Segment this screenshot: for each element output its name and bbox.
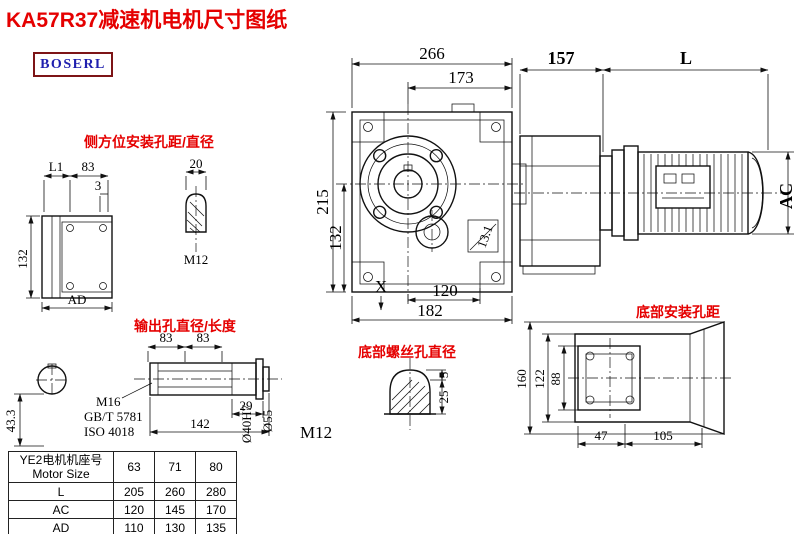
dim-front-angle: 13.1 bbox=[474, 223, 496, 250]
row-value: 110 bbox=[113, 518, 155, 534]
left-side-view: 侧方位安装孔距/直径 L1 83 3 132 AD 20 bbox=[15, 134, 214, 312]
dim-front-width: 266 bbox=[419, 44, 445, 63]
table-row-ac: AC 120 145 170 bbox=[8, 500, 237, 519]
dim-bottom-105: 105 bbox=[653, 428, 673, 443]
dim-front-inner: 173 bbox=[448, 68, 474, 87]
row-value: 260 bbox=[154, 482, 196, 501]
dim-left-l1: L1 bbox=[49, 159, 63, 174]
row-value: 120 bbox=[113, 500, 155, 519]
row-label: L bbox=[8, 482, 114, 501]
dim-front-bottom-inner: 120 bbox=[432, 281, 458, 300]
dim-shaft-gb: GB/T 5781 bbox=[84, 409, 143, 424]
dim-side-ac: AC bbox=[776, 183, 796, 209]
motor-size-table: YE2电机机座号 Motor Size 63 71 80 L 205 260 2… bbox=[8, 451, 237, 534]
row-value: 280 bbox=[195, 482, 237, 501]
dim-shaft-d55: Ø55 bbox=[260, 410, 275, 432]
dim-left-m12: M12 bbox=[184, 252, 209, 267]
dim-side-motor-length: L bbox=[680, 48, 692, 68]
table-header-en: Motor Size bbox=[32, 467, 90, 481]
table-header-row: YE2电机机座号 Motor Size 63 71 80 bbox=[8, 451, 237, 483]
output-shaft-view: 输出孔直径/长度 83 83 M16 GB/T 5781 ISO 4018 29… bbox=[3, 318, 282, 447]
dim-bolt-5: 5 bbox=[436, 372, 451, 379]
dim-left-132: 132 bbox=[15, 249, 30, 269]
table-size-col-2: 71 bbox=[154, 451, 196, 483]
dim-front-bottom: 182 bbox=[417, 301, 443, 320]
page-title: KA57R37减速机电机尺寸图纸 bbox=[6, 9, 288, 32]
dim-bolt-m12: M12 bbox=[300, 423, 332, 442]
dim-left-20: 20 bbox=[190, 156, 203, 171]
dim-shaft-433: 43.3 bbox=[3, 410, 18, 433]
dim-bolt-25: 25 bbox=[436, 391, 451, 404]
dim-shaft-d40: Ø40H7 bbox=[239, 404, 254, 443]
dim-bottom-122: 122 bbox=[532, 369, 547, 389]
dim-shaft-iso: ISO 4018 bbox=[84, 424, 134, 439]
dim-shaft-m16: M16 bbox=[96, 394, 121, 409]
dim-shaft-29: 29 bbox=[240, 398, 253, 413]
front-view: 13.1 266 173 215 132 120 182 X bbox=[313, 44, 527, 324]
table-header-cn: YE2电机机座号 bbox=[19, 453, 103, 467]
dim-bottom-88: 88 bbox=[548, 373, 563, 386]
dim-bottom-47: 47 bbox=[595, 428, 609, 443]
label-bottom-mount: 底部安装孔距 bbox=[636, 304, 720, 320]
table-size-col-3: 80 bbox=[195, 451, 237, 483]
bottom-screw-view: 底部螺丝孔直径 5 25 M12 bbox=[300, 344, 456, 442]
side-view: 157 L AC bbox=[514, 48, 796, 275]
table-size-col-1: 63 bbox=[113, 451, 155, 483]
dim-left-3: 3 bbox=[95, 178, 102, 193]
dim-shaft-83b: 83 bbox=[197, 330, 210, 345]
label-output-hole: 输出孔直径/长度 bbox=[134, 318, 237, 334]
row-value: 145 bbox=[154, 500, 196, 519]
dim-front-height: 215 bbox=[313, 189, 332, 215]
dim-front-height2: 132 bbox=[326, 225, 345, 251]
label-side-mount: 侧方位安装孔距/直径 bbox=[84, 134, 214, 150]
brand-logo: BOSERL bbox=[33, 52, 113, 77]
dim-shaft-83a: 83 bbox=[160, 330, 173, 345]
dim-left-83: 83 bbox=[82, 159, 95, 174]
dim-left-ad: AD bbox=[68, 292, 87, 307]
table-size-header: YE2电机机座号 Motor Size bbox=[8, 451, 114, 483]
label-bottom-screw: 底部螺丝孔直径 bbox=[358, 344, 456, 360]
bottom-mounting-view: 底部安装孔距 160 122 88 47 105 bbox=[514, 304, 734, 448]
row-value: 130 bbox=[154, 518, 196, 534]
table-row-l: L 205 260 280 bbox=[8, 482, 237, 501]
dim-side-gear-length: 157 bbox=[548, 48, 575, 68]
table-row-ad: AD 110 130 135 bbox=[8, 518, 237, 534]
row-value: 170 bbox=[195, 500, 237, 519]
dim-x-mark: X bbox=[375, 277, 387, 296]
row-label: AC bbox=[8, 500, 114, 519]
row-label: AD bbox=[8, 518, 114, 534]
row-value: 135 bbox=[195, 518, 237, 534]
dim-shaft-142: 142 bbox=[190, 416, 210, 431]
row-value: 205 bbox=[113, 482, 155, 501]
dim-bottom-160: 160 bbox=[514, 369, 529, 389]
